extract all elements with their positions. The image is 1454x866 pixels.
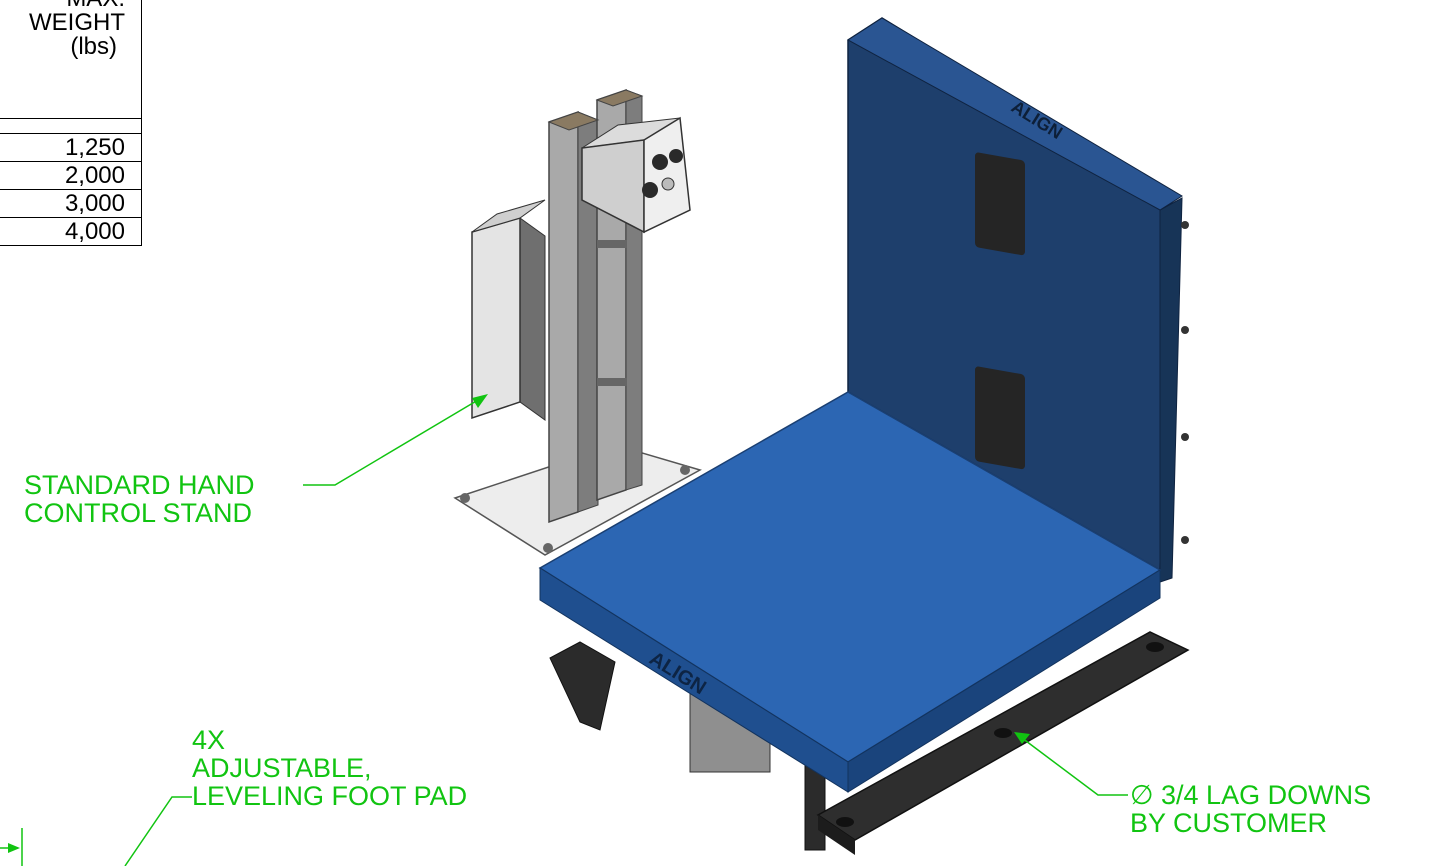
table-row: 4,000: [0, 217, 142, 246]
lag-hole: [836, 817, 854, 827]
weight-value: 4,000: [0, 217, 142, 246]
post-bracket: [597, 240, 627, 248]
bolt-hole: [460, 493, 470, 503]
post-cap: [595, 89, 644, 107]
table-row: 2,000: [0, 161, 142, 190]
table-header-cell: MAX. WEIGHT (lbs): [0, 0, 142, 119]
backrest-pad-lower: [975, 366, 1025, 470]
bolt-hole: [680, 465, 690, 475]
side-bolt: [1181, 326, 1189, 334]
leader-arrowhead: [472, 394, 488, 408]
enclosure-side: [519, 217, 546, 421]
control-button: [661, 177, 675, 191]
control-button: [669, 149, 683, 163]
callout-line: ∅ 3/4 LAG DOWNS: [1130, 780, 1372, 810]
callout-line: ADJUSTABLE,: [192, 753, 372, 783]
post-bracket: [597, 378, 627, 386]
base-frame-left: [549, 641, 616, 731]
max-weight-table: MAX. WEIGHT (lbs) 1,250 2,000 3,000 4,00…: [0, 0, 142, 246]
post-cap: [547, 111, 600, 131]
leader-arrowhead: [1014, 732, 1030, 744]
callout-lag-downs: ∅ 3/4 LAG DOWNS BY CUSTOMER: [1130, 781, 1371, 837]
table-header-row: MAX. WEIGHT (lbs): [0, 0, 142, 119]
lag-rail-side: [818, 815, 855, 855]
header-line-weight: WEIGHT: [29, 9, 125, 36]
callout-leveling-foot-pad: 4X ADJUSTABLE, LEVELING FOOT PAD: [192, 726, 467, 810]
backrest-side: [1159, 197, 1183, 583]
weight-value: 3,000: [0, 189, 142, 218]
control-button: [652, 154, 668, 170]
enclosure-top: [471, 199, 546, 233]
leader-foot-pad: [124, 796, 192, 866]
stand-post-left: [548, 110, 579, 524]
side-bolt: [1181, 536, 1189, 544]
callout-line: LEVELING FOOT PAD: [192, 781, 468, 811]
table-row: 3,000: [0, 189, 142, 218]
side-bolt: [1181, 221, 1189, 229]
callout-hand-control-stand: STANDARD HAND CONTROL STAND: [24, 471, 255, 527]
lag-hole: [994, 728, 1012, 738]
header-line-unit: (lbs): [70, 33, 117, 60]
control-button: [642, 182, 658, 198]
weight-value: 2,000: [0, 161, 142, 190]
backrest-top-edge: [847, 17, 1183, 211]
enclosure-front: [471, 217, 521, 420]
callout-line: CONTROL STAND: [24, 498, 253, 528]
dimension-arrowhead: [8, 843, 20, 853]
callout-line: BY CUSTOMER: [1130, 808, 1328, 838]
bolt-hole: [543, 543, 553, 553]
leader-hand-control: [303, 399, 479, 486]
header-line-max: MAX.: [0, 0, 125, 11]
platform-side-edge: [847, 569, 1161, 793]
pendant-face: [643, 116, 691, 234]
callout-line: STANDARD HAND: [24, 470, 255, 500]
backrest-pad-upper: [975, 152, 1025, 256]
leader-lag-downs: [1021, 737, 1128, 796]
side-bolt: [1181, 433, 1189, 441]
lag-hole: [1146, 642, 1164, 652]
callout-line: 4X: [192, 725, 226, 755]
